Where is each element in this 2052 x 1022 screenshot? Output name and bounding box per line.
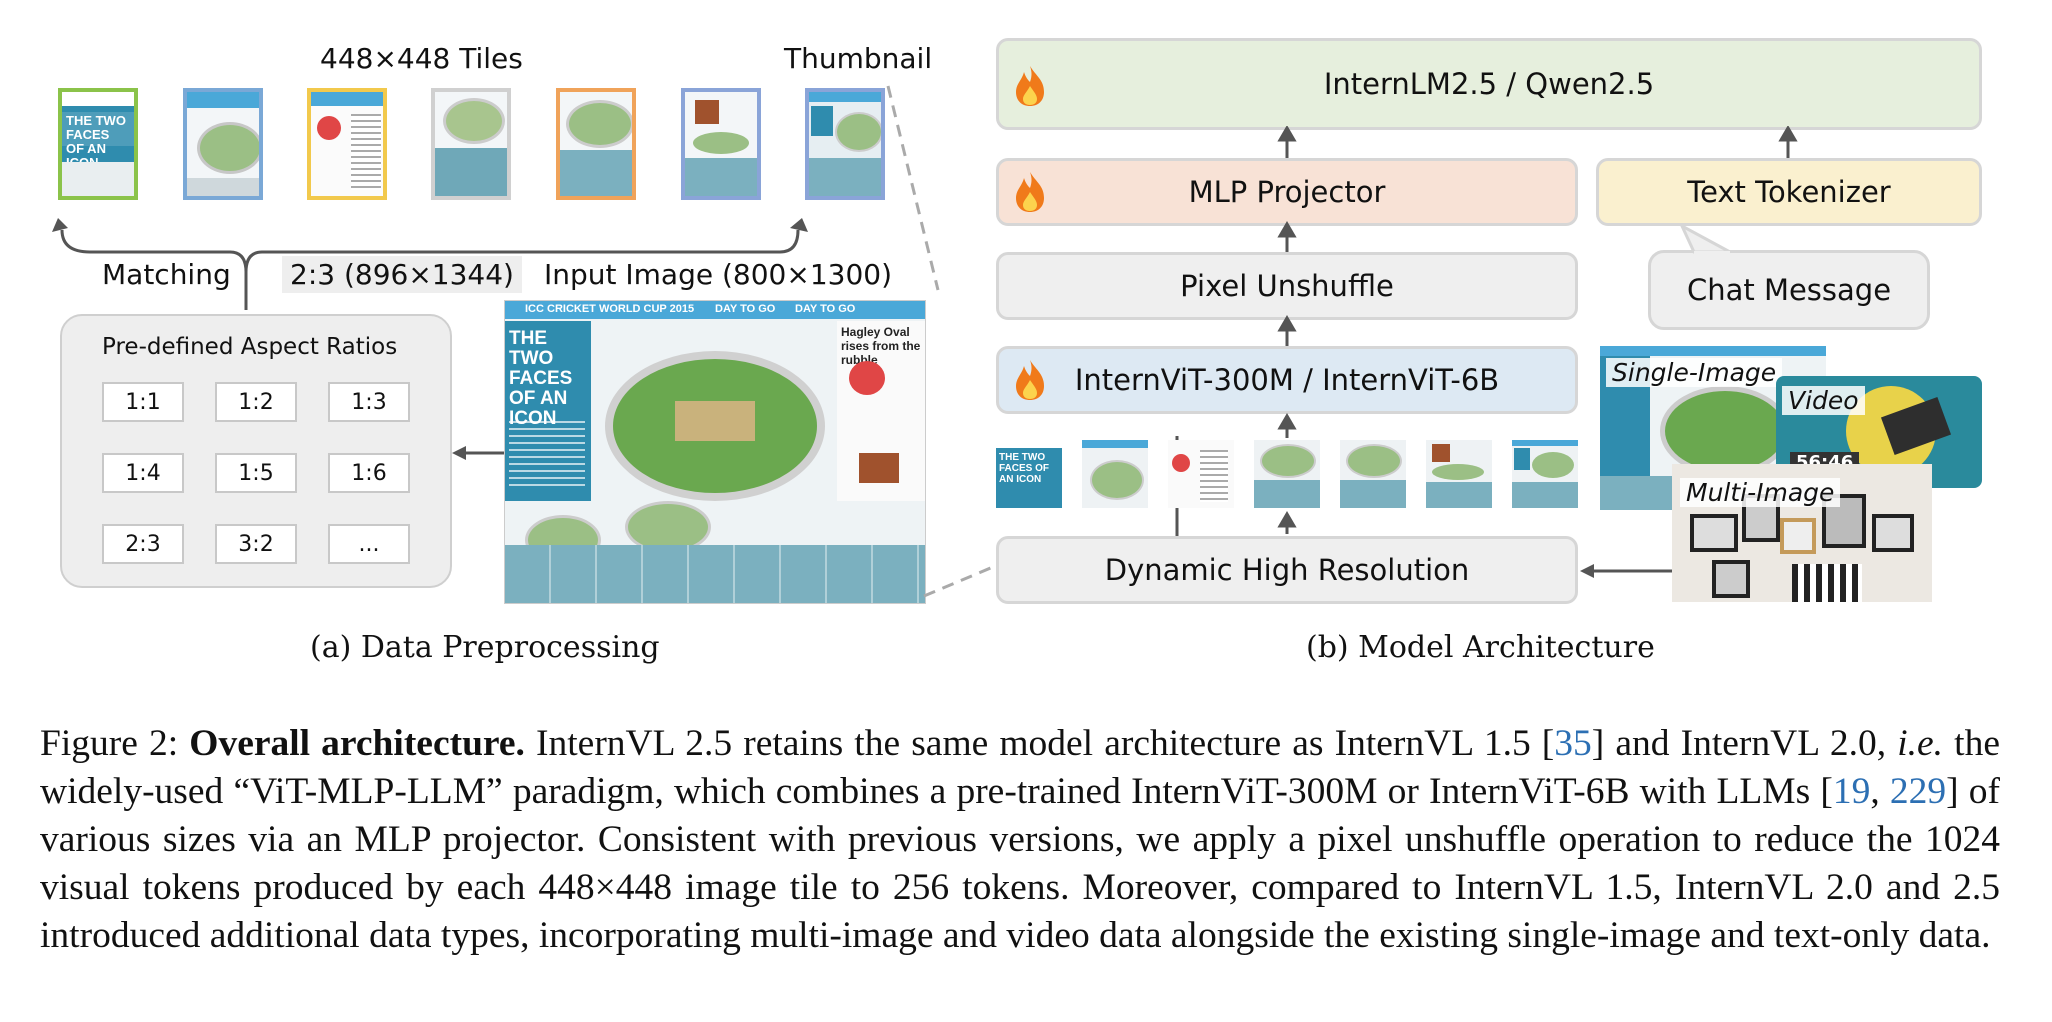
tokenizer-label: Text Tokenizer: [1687, 175, 1891, 209]
mini-tile: [1168, 440, 1234, 508]
input-image: ICC CRICKET WORLD CUP 2015 DAY TO GO DAY…: [504, 300, 926, 604]
image-tile: [183, 88, 263, 200]
caption-text: ] and InternVL 2.0,: [1591, 723, 1898, 764]
image-tile: [556, 88, 636, 200]
chat-label: Chat Message: [1686, 273, 1892, 307]
single-image-label: Single-Image: [1606, 358, 1783, 387]
flame-icon: [1016, 66, 1044, 106]
matching-brace: [52, 218, 808, 310]
caption-text: InternVL 2.5 retains the same model arch…: [524, 723, 1555, 764]
mini-tile: [1340, 440, 1406, 508]
mini-tile: [1254, 440, 1320, 508]
llm-label: InternLM2.5 / Qwen2.5: [1323, 67, 1655, 101]
tiles-label: 448×448 Tiles: [320, 42, 523, 75]
ratio-item: 1:4: [102, 453, 184, 493]
citation-link[interactable]: 229: [1889, 771, 1947, 812]
caption-text: ,: [1870, 771, 1890, 812]
caption-data-preprocessing: (a) Data Preprocessing: [310, 630, 660, 665]
thumbnail-label: Thumbnail: [784, 42, 933, 75]
flame-icon: [1016, 360, 1044, 400]
poster-banner: DAY TO GO: [715, 303, 776, 315]
image-tile: [307, 88, 387, 200]
caption-ie: i.e.: [1897, 723, 1944, 764]
dynamic-high-resolution-box: Dynamic High Resolution: [996, 536, 1578, 604]
selected-ratio-label: 2:3 (896×1344): [282, 256, 522, 293]
mini-tile: [1082, 440, 1148, 508]
image-tile: THE TWO FACES OF AN ICON: [58, 88, 138, 200]
vit-label: InternViT-300M / InternViT-6B: [1074, 363, 1500, 397]
caption-text: ] of various sizes via an MLP projector.…: [40, 771, 2001, 956]
dhr-label: Dynamic High Resolution: [1104, 553, 1470, 587]
chat-bubble-tail: [1680, 226, 1731, 255]
pixel-unshuffle-box: Pixel Unshuffle: [996, 252, 1578, 320]
poster-banner: ICC CRICKET WORLD CUP 2015: [525, 303, 695, 315]
input-image-label: Input Image (800×1300): [544, 258, 893, 291]
poster-side-title: Hagley Oval rises from the rubble: [841, 325, 921, 367]
arrow-to-ratios: [452, 446, 506, 460]
figure-title: Overall architecture.: [189, 723, 525, 764]
figure-caption: Figure 2: Overall architecture. InternVL…: [40, 720, 2000, 960]
ratio-item: 3:2: [215, 524, 297, 564]
ratios-title: Pre-defined Aspect Ratios: [102, 334, 398, 360]
mini-tile: [1426, 440, 1492, 508]
thumbnail-connector: [886, 85, 1001, 598]
ratio-item: 2:3: [102, 524, 184, 564]
ratio-item: 1:5: [215, 453, 297, 493]
caption-model-architecture: (b) Model Architecture: [1306, 630, 1655, 665]
mini-tile: THE TWO FACES OF AN ICON: [996, 440, 1062, 508]
figure-prefix: Figure 2:: [40, 723, 190, 764]
unshuffle-label: Pixel Unshuffle: [1180, 269, 1394, 303]
video-label: Video: [1782, 386, 1865, 415]
ratio-item: ...: [328, 524, 410, 564]
multi-image-label: Multi-Image: [1680, 478, 1841, 507]
thumbnail-tile: [805, 88, 885, 200]
mini-tile: [1512, 440, 1578, 508]
citation-link[interactable]: 19: [1832, 771, 1871, 812]
matching-label: Matching: [102, 258, 231, 291]
caption-text: the widely-used “ViT-MLP-LLM” paradigm, …: [40, 723, 2000, 812]
aspect-ratio-panel: Pre-defined Aspect Ratios 1:1 1:2 1:3 1:…: [60, 314, 452, 588]
llm-box: InternLM2.5 / Qwen2.5: [996, 38, 1982, 130]
arrow-into-dhr: [1580, 564, 1672, 578]
mlp-label: MLP Projector: [1188, 175, 1386, 209]
mlp-projector-box: MLP Projector: [996, 158, 1578, 226]
ratio-item: 1:2: [215, 382, 297, 422]
image-tile: [431, 88, 511, 200]
vision-encoder-box: InternViT-300M / InternViT-6B: [996, 346, 1578, 414]
chat-message-box: Chat Message: [1648, 250, 1930, 330]
poster-banner: DAY TO GO: [795, 303, 856, 315]
image-tile: [681, 88, 761, 200]
tile-arrows: [1277, 413, 1297, 534]
ratio-item: 1:3: [328, 382, 410, 422]
citation-link[interactable]: 35: [1554, 723, 1592, 764]
ratio-item: 1:1: [102, 382, 184, 422]
poster-headline: THE TWO FACES OF AN ICON: [509, 328, 573, 429]
ratio-item: 1:6: [328, 453, 410, 493]
text-tokenizer-box: Text Tokenizer: [1596, 158, 1982, 226]
flame-icon: [1016, 172, 1044, 212]
